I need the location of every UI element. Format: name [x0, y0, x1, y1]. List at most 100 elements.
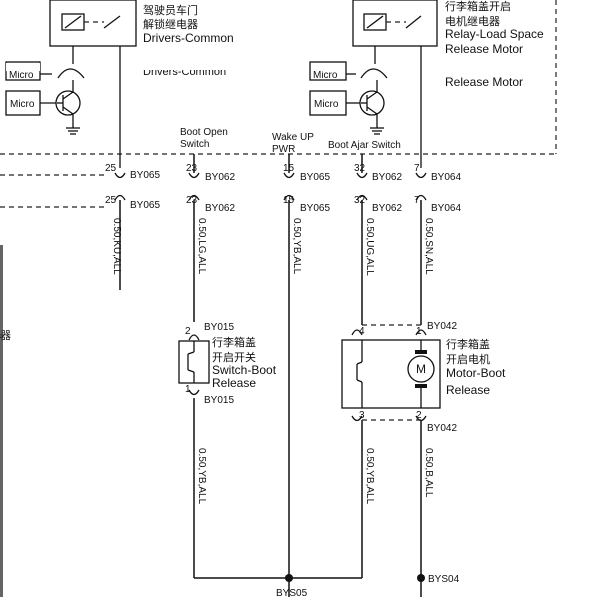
connector-icon — [356, 172, 368, 179]
connector-icon — [415, 194, 427, 201]
micro-right-upper: Micro — [309, 61, 388, 81]
connector-code: BY015 — [204, 322, 234, 333]
pin-number: 32 — [354, 195, 366, 206]
connector-icon — [188, 389, 200, 396]
micro-box — [309, 90, 347, 116]
transistor-icon — [359, 90, 385, 116]
connector-icon — [188, 172, 200, 179]
bias-arc — [57, 68, 85, 79]
micro-label-partial: Micro — [313, 70, 338, 81]
splice-label: BYS05 — [276, 588, 308, 597]
connector-code: BY065 — [130, 170, 160, 181]
relay-label-cn2: 解锁继电器 — [143, 17, 198, 31]
connector-icon — [114, 172, 126, 179]
connector-code: BY042 — [427, 321, 457, 332]
connector-icon — [415, 329, 427, 336]
motor-label-en: Motor-Boot — [446, 366, 506, 380]
load-space-relay: 行李箱盖开启 电机继电器 Relay-Load Space Release Mo… — [352, 0, 544, 168]
wires — [119, 200, 422, 597]
left-fragment-label: 器 — [0, 329, 11, 342]
wire-label: 0.50,B,ALL — [423, 448, 434, 498]
relay-label-en: Relay-Load Space — [445, 27, 544, 41]
micro-box — [5, 90, 41, 116]
relay-label-en2-partial: Release Motor — [445, 75, 523, 89]
motor-symbol: M — [416, 362, 426, 376]
relay-label-en: Drivers-Common — [143, 31, 234, 45]
micro-label-partial: Micro — [9, 70, 34, 81]
connector-code: BY015 — [204, 395, 234, 406]
control-module: 驾驶员车门 解锁继电器 Drivers-Common Drivers-Commo… — [0, 0, 557, 168]
label-crop-mask — [138, 60, 268, 70]
motor-icon — [407, 355, 435, 383]
motor-label-en2: Release — [446, 383, 490, 397]
pin-row: 25 BY065 25 BY065 23 BY062 23 BY062 15 B… — [105, 163, 461, 214]
wire-label: 0.50,KU,ALL — [111, 218, 122, 275]
pin-number: 23 — [186, 163, 198, 174]
pin-number: 2 — [185, 326, 191, 337]
bias-arc — [360, 68, 388, 79]
ground-icon — [66, 127, 80, 135]
wake-up-label: Wake UP — [272, 132, 314, 143]
transistor-icon — [55, 90, 81, 116]
relay-contact — [103, 15, 121, 29]
boot-ajar-label: Boot Ajar Switch — [328, 140, 401, 151]
switch-label-cn2: 开启开关 — [212, 350, 256, 364]
connector-icon — [114, 194, 126, 201]
boot-release-switch: 2 BY015 1 BY015 行李箱盖 开启开关 Switch-Boot Re… — [178, 322, 277, 406]
micro-label: Micro — [10, 99, 35, 110]
connector-code: BY065 — [130, 200, 160, 211]
connector-code: BY062 — [372, 172, 402, 183]
connector-code: BY064 — [431, 203, 461, 214]
connector-icon — [188, 194, 200, 201]
wire-label: 0.50,LG,ALL — [196, 218, 207, 275]
micro-left: Micro — [5, 80, 81, 135]
connector-icon — [283, 194, 295, 201]
connector-icon — [283, 172, 295, 179]
pin-number: 25 — [105, 195, 117, 206]
pin-number: 7 — [414, 195, 420, 206]
micro-label: Micro — [314, 99, 339, 110]
relay-label-cn2: 电机继电器 — [445, 14, 500, 28]
motor-label-cn: 行李箱盖 — [446, 337, 490, 351]
pin-number: 1 — [185, 384, 191, 395]
relay-label-en2: Release Motor — [445, 42, 523, 56]
connector-icon — [356, 194, 368, 201]
splice-bys05 — [285, 574, 293, 582]
motor-label-cn2: 开启电机 — [446, 352, 490, 366]
pin-number: 25 — [105, 163, 117, 174]
pin-number: 7 — [414, 163, 420, 174]
relay-box — [352, 0, 438, 47]
connector-code: BY065 — [300, 203, 330, 214]
relay-label-cn: 行李箱盖开启 — [445, 0, 511, 13]
connector-code: BY062 — [372, 203, 402, 214]
splice-label: BYS04 — [428, 574, 460, 585]
wake-up-label-2: PWR — [272, 144, 295, 155]
boot-open-label-2: Switch — [180, 139, 209, 150]
connector-code: BY062 — [205, 203, 235, 214]
connector-icon — [415, 172, 427, 179]
micro-right: Micro — [309, 80, 385, 135]
wire-label: 0.50,YB,ALL — [291, 218, 302, 275]
connector-code: BY062 — [205, 172, 235, 183]
wire-label: 0.50,YB,ALL — [364, 448, 375, 505]
relay-label-cn: 驾驶员车门 — [143, 3, 198, 17]
connector-code: BY042 — [427, 423, 457, 434]
wire-label: 0.50,UG,ALL — [364, 218, 375, 276]
micro-left-upper: Micro — [5, 61, 85, 81]
boot-release-motor: 4 1 BY042 M 3 2 BY042 行李箱盖 开启电机 Motor-Bo… — [341, 321, 506, 434]
splice-bys04 — [417, 574, 425, 582]
switch-label-en: Switch-Boot — [212, 363, 277, 377]
connector-code: BY065 — [300, 172, 330, 183]
wire-label: 0.50,YB,ALL — [196, 448, 207, 505]
pin-number: 2 — [416, 410, 422, 421]
pin-number: 3 — [359, 410, 365, 421]
switch-label-en2: Release — [212, 376, 256, 390]
connector-code: BY064 — [431, 172, 461, 183]
boot-open-label: Boot Open — [180, 127, 228, 138]
drivers-common-relay: 驾驶员车门 解锁继电器 Drivers-Common Drivers-Commo… — [49, 0, 234, 168]
pin-number: 23 — [186, 195, 198, 206]
connector-icon — [351, 329, 363, 336]
label-crop-mask — [440, 68, 552, 76]
pin-number: 4 — [359, 326, 365, 337]
